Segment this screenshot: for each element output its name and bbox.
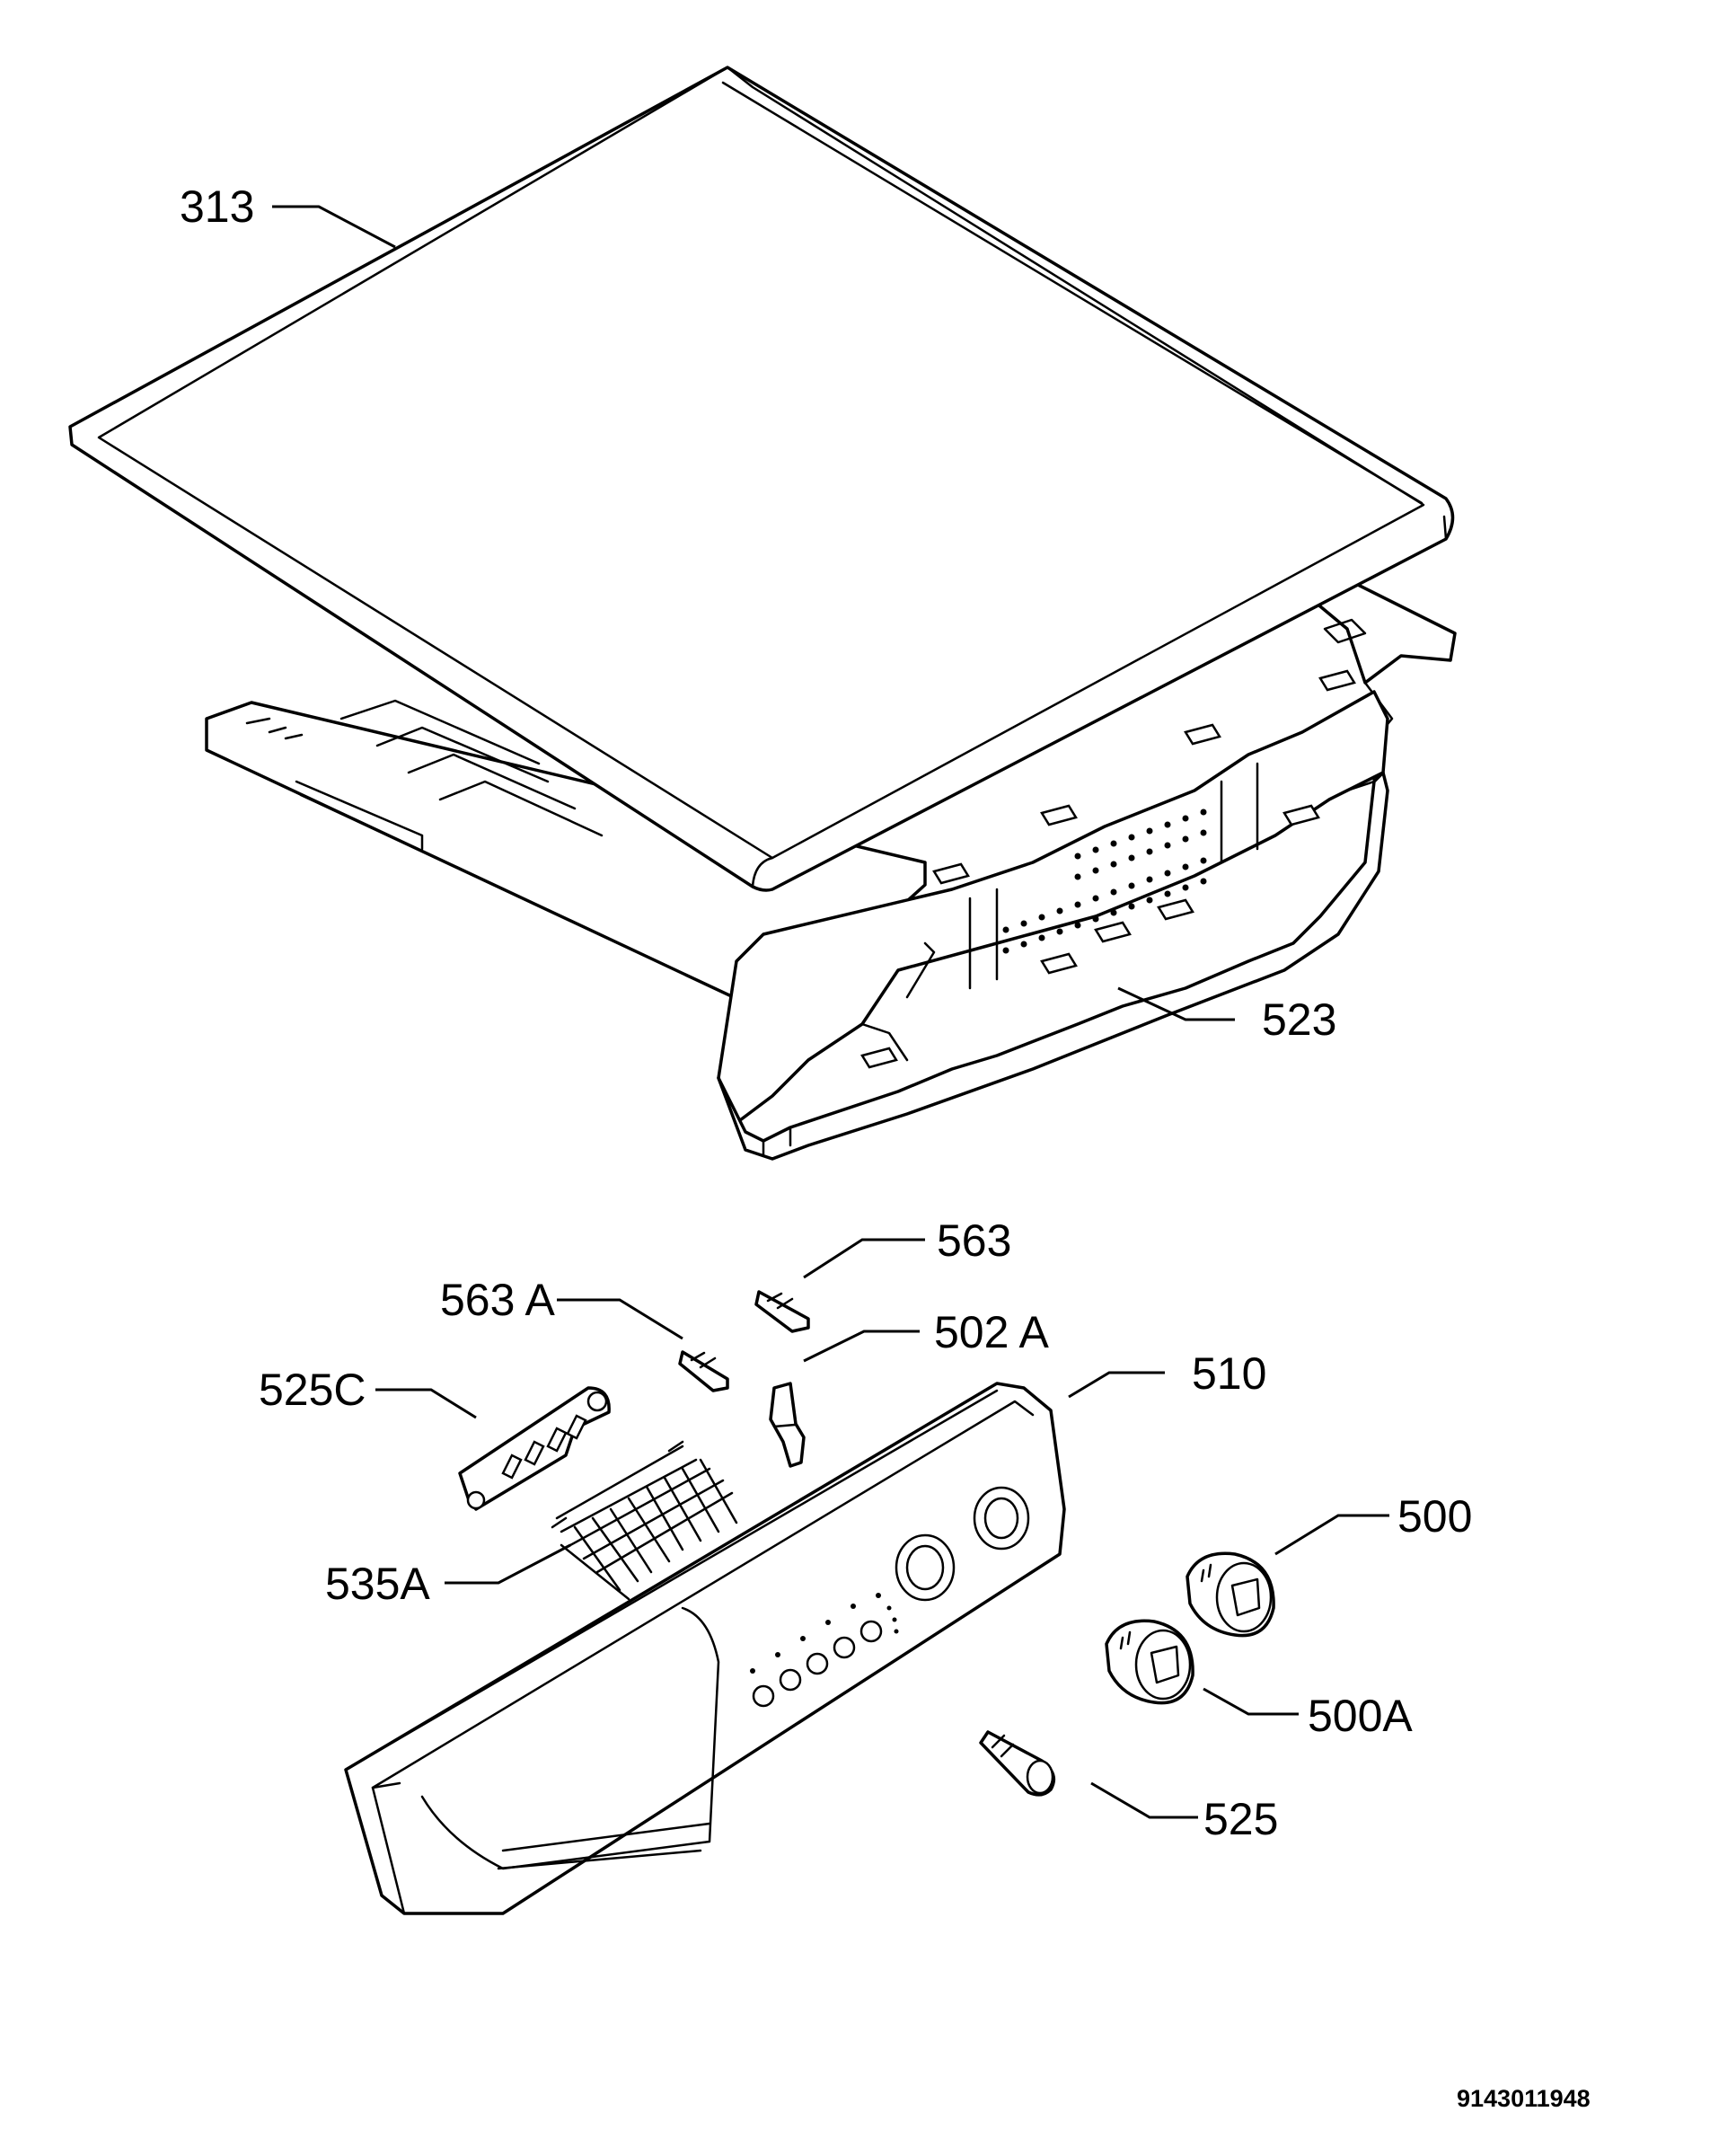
part-500a-knob — [1105, 1619, 1194, 1705]
leader-lines — [272, 205, 1389, 1819]
label-525: 525 — [1203, 1794, 1278, 1844]
label-525c: 525C — [259, 1365, 366, 1415]
part-313-worktop — [68, 66, 1455, 892]
part-510-control-panel — [344, 1382, 1066, 1915]
label-313: 313 — [180, 181, 254, 232]
part-525c-switch-bracket — [458, 1386, 611, 1511]
part-523-top-frame — [205, 564, 1457, 1161]
label-535a: 535A — [325, 1559, 430, 1609]
label-500: 500 — [1397, 1491, 1472, 1542]
part-563-pin — [754, 1290, 810, 1333]
label-502a: 502 A — [934, 1307, 1050, 1357]
label-563a: 563 A — [440, 1275, 556, 1325]
part-525-button — [979, 1730, 1056, 1797]
label-510: 510 — [1192, 1348, 1266, 1399]
drawing-number: 9143011948 — [1457, 2085, 1591, 2112]
part-563a-pin — [678, 1350, 729, 1392]
part-535a-push-rods — [551, 1440, 738, 1601]
part-labels: 313 523 563 563 A 502 A 525C 510 500 535… — [180, 181, 1472, 1844]
label-563: 563 — [937, 1215, 1011, 1266]
label-523: 523 — [1262, 994, 1336, 1045]
part-500-knob — [1186, 1551, 1275, 1638]
label-500a: 500A — [1308, 1691, 1413, 1741]
part-502a-light-guide — [769, 1382, 806, 1468]
